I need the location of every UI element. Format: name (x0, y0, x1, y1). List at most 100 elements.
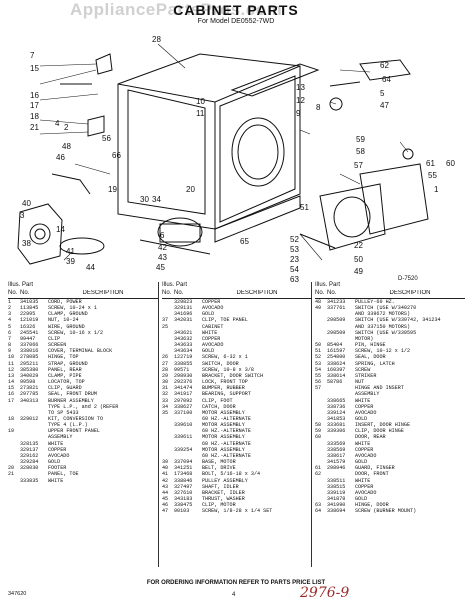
part-number: 341878 (327, 496, 346, 502)
illus-number: 48 (315, 299, 322, 305)
part-number: 298509 (327, 317, 346, 324)
column-header: No.No.DESCRIPTION (8, 290, 158, 299)
callout-1: 1 (434, 185, 439, 194)
part-description: SCREW, 10-12 x 1/2 (355, 348, 411, 355)
callout-14: 14 (56, 225, 65, 234)
part-description: WHITE (48, 440, 64, 447)
header-cell: No. (327, 290, 337, 296)
table-row: TYPE 4 (L.P.) (8, 422, 158, 428)
illus-number: 59 (315, 428, 322, 435)
page-title: CABINET PARTS (173, 2, 299, 18)
illus-number: 62 (315, 471, 322, 478)
part-number: 329131 (174, 305, 193, 312)
part-number: 333569 (327, 440, 346, 447)
part-description: MOTOR) (355, 335, 374, 342)
column-divider (311, 282, 312, 567)
table-row: AND 339672 MOTORS) (315, 311, 465, 317)
part-description: DOOR, FRONT (355, 471, 389, 478)
illus-number: 27 (162, 360, 169, 367)
callout-5: 5 (380, 89, 385, 98)
part-description: NUT, 10-24 (48, 317, 79, 324)
part-description: COPPER (355, 483, 374, 490)
illus-number: 3 (8, 311, 12, 318)
callout-65: 65 (240, 237, 249, 246)
part-number: 343634 (174, 348, 193, 355)
part-description: HINGE, TOP (48, 354, 79, 361)
part-description: AND 339672 MOTORS) (355, 311, 411, 318)
part-description: ASSEMBLY (48, 434, 73, 441)
part-description: WHITE (355, 477, 371, 484)
part-description: CORD, POWER (48, 299, 82, 305)
callout-44: 44 (86, 263, 95, 272)
door-opening (231, 117, 285, 187)
table-row: 60 HZ.-ALTERNATE (162, 416, 312, 422)
part-description: BELT, DRIVE (202, 465, 236, 472)
illus-number: 37 (162, 317, 169, 324)
burner-assembly (17, 203, 63, 265)
callout-22: 22 (354, 241, 363, 250)
part-description: SWITCH (USE W/339742, 341234 (355, 317, 441, 324)
part-description: COPPER (355, 403, 374, 410)
illus-number: 4 (8, 317, 12, 324)
header-cell: No. (8, 290, 18, 296)
part-description: AVOCADO (355, 489, 377, 496)
part-number: 341035 (20, 299, 39, 305)
callout-20: 20 (186, 185, 195, 194)
part-number: 340313 (20, 397, 39, 404)
part-description: DOOR, REAR (355, 434, 386, 441)
callout-8: 8 (316, 103, 321, 112)
part-number: 328135 (20, 440, 39, 447)
illus-number: 26 (162, 354, 169, 361)
illus-number: 28 (162, 366, 169, 373)
table-row: 329131 AVOCADO (162, 305, 312, 311)
callout-21: 21 (30, 123, 39, 132)
part-number: 338475 (174, 502, 193, 509)
part-number: 99571 (174, 366, 190, 373)
part-description: WHITE (355, 397, 371, 404)
illus-number: 52 (315, 354, 322, 361)
callout-23: 23 (290, 255, 299, 264)
part-description: PULLEY-60 HZ. (355, 299, 395, 305)
part-description: GOLD (355, 496, 368, 502)
part-description: AVOCADO (202, 305, 224, 312)
illus-number: 64 (315, 508, 322, 515)
illus-number: 29 (162, 372, 169, 379)
part-number: 22995 (20, 311, 36, 318)
illus-number: 1 (8, 299, 12, 305)
part-number: 327610 (174, 489, 193, 496)
part-number: 341474 (174, 385, 193, 392)
part-number: 339611 (174, 434, 193, 441)
header-cell: No. (20, 290, 30, 296)
callout-56: 56 (102, 134, 111, 143)
part-description: AVOCADO (48, 452, 70, 459)
illus-number: 11 (8, 360, 15, 367)
illus-number: 17 (8, 397, 15, 404)
callout-66: 66 (112, 151, 121, 160)
drive-belt (59, 237, 105, 255)
part-number: 338627 (174, 403, 193, 410)
part-number: 341251 (174, 465, 193, 472)
part-description: COPPER (48, 446, 67, 453)
part-number: 329162 (20, 452, 39, 459)
callout-17: 17 (30, 101, 39, 110)
part-description: PANEL, TOE (48, 471, 79, 478)
